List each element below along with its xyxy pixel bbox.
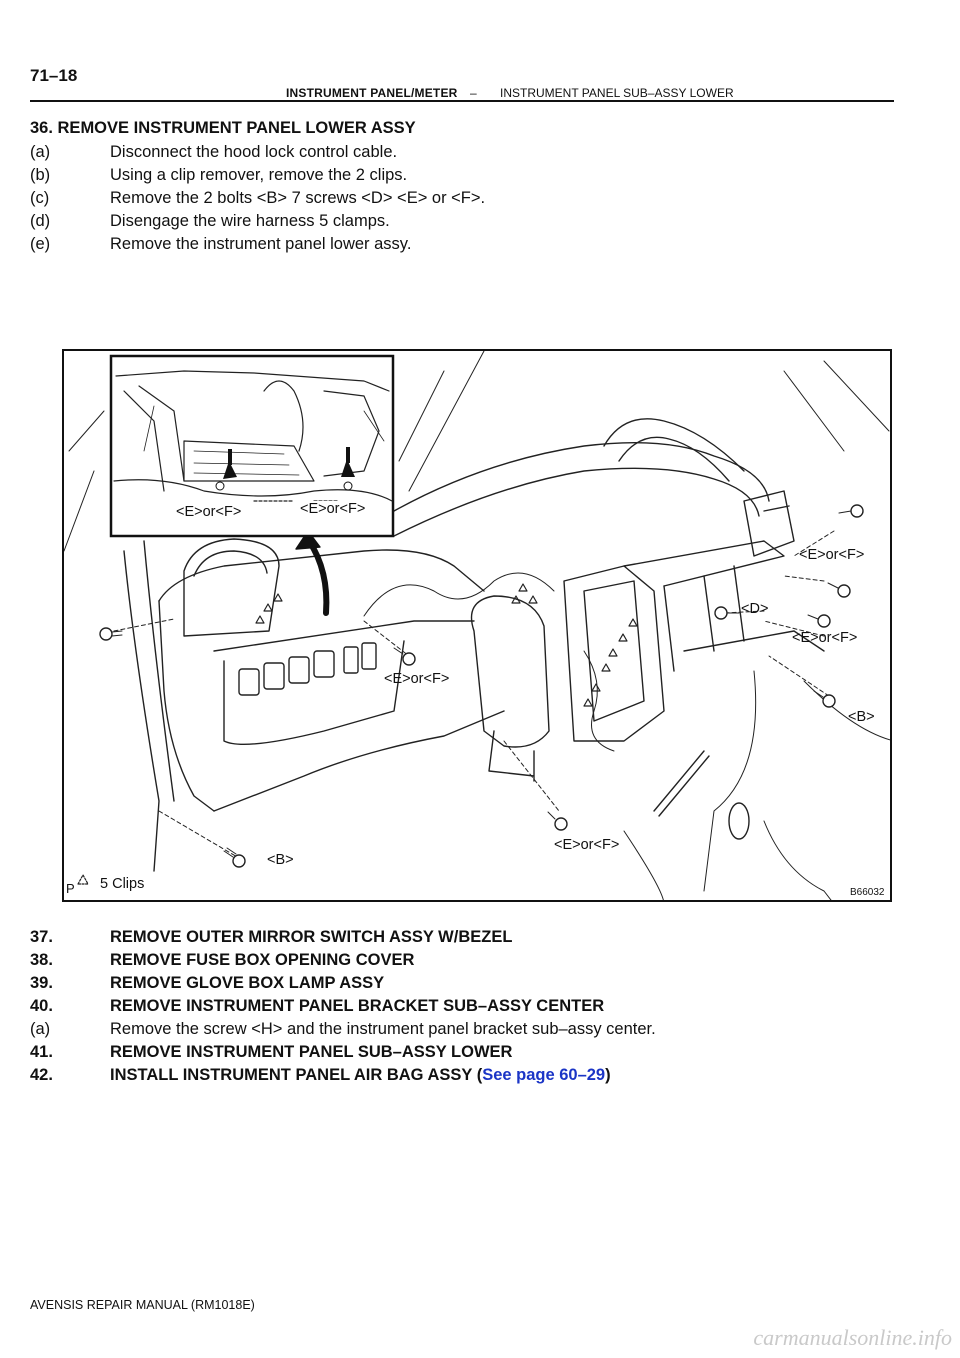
instrument-panel-illustration: <E>or<F> <E>or<F> <E>or<F> <D> <E>or<F> … [62, 349, 892, 902]
page-number: 71–18 [30, 66, 78, 85]
step-40a-letter: (a) [30, 1020, 51, 1038]
section-title: INSTRUMENT PANEL/METER [286, 86, 458, 100]
clips-legend: 5 Clips [100, 876, 145, 892]
screw-label-right-mid: <E>or<F> [792, 630, 858, 646]
screw-label-center: <E>or<F> [384, 671, 450, 687]
site-watermark: carmanualsonline.info [753, 1325, 952, 1350]
screw-label-d: <D> [741, 601, 769, 617]
step-36d-text: Disengage the wire harness 5 clamps. [110, 212, 390, 230]
screw-label-right-top: <E>or<F> [799, 547, 865, 563]
step-36e-text: Remove the instrument panel lower assy. [110, 235, 412, 253]
step-37-number: 37. [30, 928, 53, 946]
step-40-text: REMOVE INSTRUMENT PANEL BRACKET SUB–ASSY… [110, 997, 605, 1015]
step-36d-letter: (d) [30, 212, 51, 230]
figure-code: B66032 [850, 887, 885, 898]
step-38-text: REMOVE FUSE BOX OPENING COVER [110, 951, 415, 969]
step-37-text: REMOVE OUTER MIRROR SWITCH ASSY W/BEZEL [110, 928, 513, 946]
step-36a-letter: (a) [30, 143, 51, 161]
step-40-number: 40. [30, 997, 53, 1015]
inset-screw-label-right: <E>or<F> [300, 501, 366, 517]
step-42-close: ) [605, 1066, 611, 1084]
step-36b-text: Using a clip remover, remove the 2 clips… [110, 166, 408, 184]
header-separator: – [470, 86, 477, 100]
step-40a-text: Remove the screw <H> and the instrument … [110, 1020, 656, 1038]
step-36-heading: 36. REMOVE INSTRUMENT PANEL LOWER ASSY [30, 119, 416, 137]
step-41-text: REMOVE INSTRUMENT PANEL SUB–ASSY LOWER [110, 1043, 513, 1061]
step-42-number: 42. [30, 1066, 53, 1084]
step-36a-text: Disconnect the hood lock control cable. [110, 143, 398, 161]
bolt-label-b-right: <B> [848, 709, 875, 725]
subsection-title: INSTRUMENT PANEL SUB–ASSY LOWER [500, 86, 734, 100]
step-36c-text: Remove the 2 bolts <B> 7 screws <D> <E> … [110, 189, 486, 207]
see-page-link[interactable]: See page 60–29 [482, 1066, 606, 1084]
illustration-drawing [64, 351, 890, 900]
step-36b-letter: (b) [30, 166, 51, 184]
step-39-text: REMOVE GLOVE BOX LAMP ASSY [110, 974, 385, 992]
figure-corner-letter: P [66, 881, 75, 896]
bolt-label-b-left: <B> [267, 852, 294, 868]
step-39-number: 39. [30, 974, 53, 992]
screw-label-bottom-right: <E>or<F> [554, 837, 620, 853]
step-41-number: 41. [30, 1043, 53, 1061]
step-36c-letter: (c) [30, 189, 50, 207]
step-36e-letter: (e) [30, 235, 51, 253]
manual-footer: AVENSIS REPAIR MANUAL (RM1018E) [30, 1298, 255, 1312]
header-rule [30, 100, 894, 102]
inset-screw-label-left: <E>or<F> [176, 504, 242, 520]
step-42-text: INSTALL INSTRUMENT PANEL AIR BAG ASSY ( [110, 1066, 483, 1084]
step-42-line: INSTALL INSTRUMENT PANEL AIR BAG ASSY (S… [110, 1066, 611, 1085]
step-38-number: 38. [30, 951, 53, 969]
